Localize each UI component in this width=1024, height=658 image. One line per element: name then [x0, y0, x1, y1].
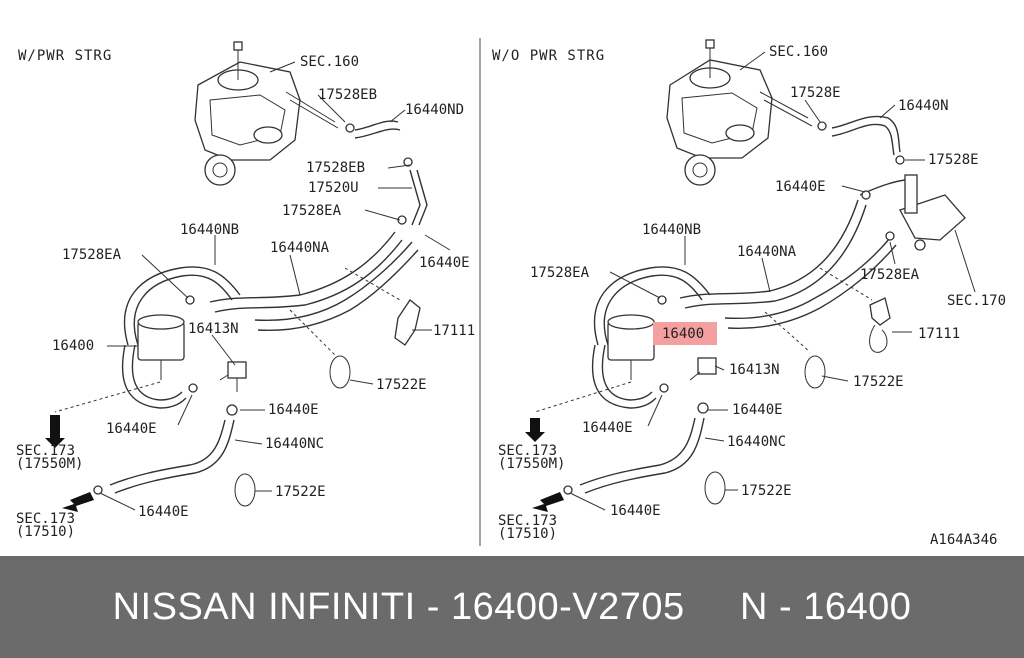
- label-17522e-bot-right: 17522E: [741, 483, 792, 499]
- label-16440e-left-right: 16440E: [582, 420, 633, 436]
- right-clamp-icon: [804, 355, 826, 389]
- label-17528e-top: 17528E: [790, 85, 841, 101]
- footer-gap: [685, 586, 740, 629]
- label-sec160-right: SEC.160: [769, 44, 828, 60]
- right-vacuum-valve-icon: [899, 174, 966, 251]
- label-sec173a-sub-right: (17550M): [498, 456, 565, 472]
- label-17520u: 17520U: [308, 180, 359, 196]
- label-17111-right: 17111: [918, 326, 960, 342]
- label-sec170: SEC.170: [947, 293, 1006, 309]
- label-16440e-bot-left: 16440E: [138, 504, 189, 520]
- label-16400-left: 16400: [52, 338, 94, 354]
- label-17528e-right: 17528E: [928, 152, 979, 168]
- left-header: W/PWR STRG: [18, 48, 112, 64]
- right-arrow-down-icon: [525, 418, 545, 442]
- label-sec173b-left: SEC.173: [16, 511, 75, 527]
- left-engine-icon: [194, 41, 339, 186]
- right-arrow-left-icon: [532, 492, 564, 512]
- left-canister-icon: [137, 314, 185, 380]
- figure-code: A164A346: [930, 532, 997, 548]
- label-16440e-mid-right: 16440E: [732, 402, 783, 418]
- label-17522e-top-left: 17522E: [376, 377, 427, 393]
- label-16440nc-left: 16440NC: [265, 436, 324, 452]
- left-arrow-left-icon: [62, 492, 94, 512]
- label-sec173b-sub-left: (17510): [16, 524, 75, 540]
- footer-part-number: 16400-V2705: [450, 585, 685, 628]
- label-16440na-right: 16440NA: [737, 244, 797, 260]
- label-17528ea-left: 17528EA: [62, 247, 122, 263]
- label-16440e-bot-right: 16440E: [610, 503, 661, 519]
- footer-ref: N - 16400: [739, 585, 912, 628]
- footer-brand: NISSAN INFINITI: [112, 585, 416, 628]
- right-engine-icon: [666, 39, 813, 186]
- label-16440nc-right: 16440NC: [727, 434, 786, 450]
- footer-banner: NISSAN INFINITI - 16400-V2705 N - 16400: [0, 556, 1024, 658]
- label-17528ea-left-right: 17528EA: [530, 265, 590, 281]
- left-clamp-bottom-icon: [234, 473, 256, 507]
- label-16440e-left: 16440E: [106, 421, 157, 437]
- right-bracket-icon: [869, 297, 891, 326]
- label-17522e-bot-left: 17522E: [275, 484, 326, 500]
- label-sec173a-sub-left: (17550M): [16, 456, 83, 472]
- label-16413n-right: 16413N: [729, 362, 780, 378]
- label-sec160-left: SEC.160: [300, 54, 359, 70]
- label-17528ea-right-right: 17528EA: [860, 267, 920, 283]
- highlight-box: [653, 322, 717, 345]
- label-16440e-right: 16440E: [419, 255, 470, 271]
- label-16440nd: 16440ND: [405, 102, 464, 118]
- left-clamp-icon: [329, 355, 351, 389]
- label-sec173a-left: SEC.173: [16, 443, 75, 459]
- label-16400-right-highlighted: 16400: [662, 326, 704, 342]
- right-clamp-bottom-icon: [704, 471, 726, 505]
- label-sec173b-sub-right: (17510): [498, 526, 557, 542]
- label-17528eb-mid: 17528EB: [306, 160, 365, 176]
- label-16440nb-right: 16440NB: [642, 222, 701, 238]
- label-sec173a-right: SEC.173: [498, 443, 557, 459]
- diagram-svg: W/PWR STRG SEC.160 17528EB 16440ND 17528…: [16, 38, 1006, 548]
- right-canister-icon: [607, 314, 655, 380]
- label-16440e-mid-left: 16440E: [268, 402, 319, 418]
- label-17528ea-right: 17528EA: [282, 203, 342, 219]
- label-sec173b-right: SEC.173: [498, 513, 557, 529]
- label-17522e-top-right: 17522E: [853, 374, 904, 390]
- label-16413n-left: 16413N: [188, 321, 239, 337]
- right-header: W/O PWR STRG: [492, 48, 605, 64]
- label-17111-left: 17111: [433, 323, 475, 339]
- footer-separator: -: [415, 585, 451, 628]
- label-16440n: 16440N: [898, 98, 949, 114]
- label-16440na-left: 16440NA: [270, 240, 330, 256]
- label-16440e-top-right: 16440E: [775, 179, 826, 195]
- label-17528eb-top: 17528EB: [318, 87, 377, 103]
- left-arrow-down-icon: [45, 415, 65, 448]
- parts-diagram: W/PWR STRG SEC.160 17528EB 16440ND 17528…: [16, 38, 1007, 548]
- left-valve-icon: [219, 361, 247, 392]
- label-16440nb-left: 16440NB: [180, 222, 239, 238]
- right-valve-icon: [689, 357, 717, 381]
- left-panel-drawing: [45, 41, 451, 512]
- left-bracket-icon: [394, 299, 421, 346]
- right-panel-drawing: [525, 39, 976, 512]
